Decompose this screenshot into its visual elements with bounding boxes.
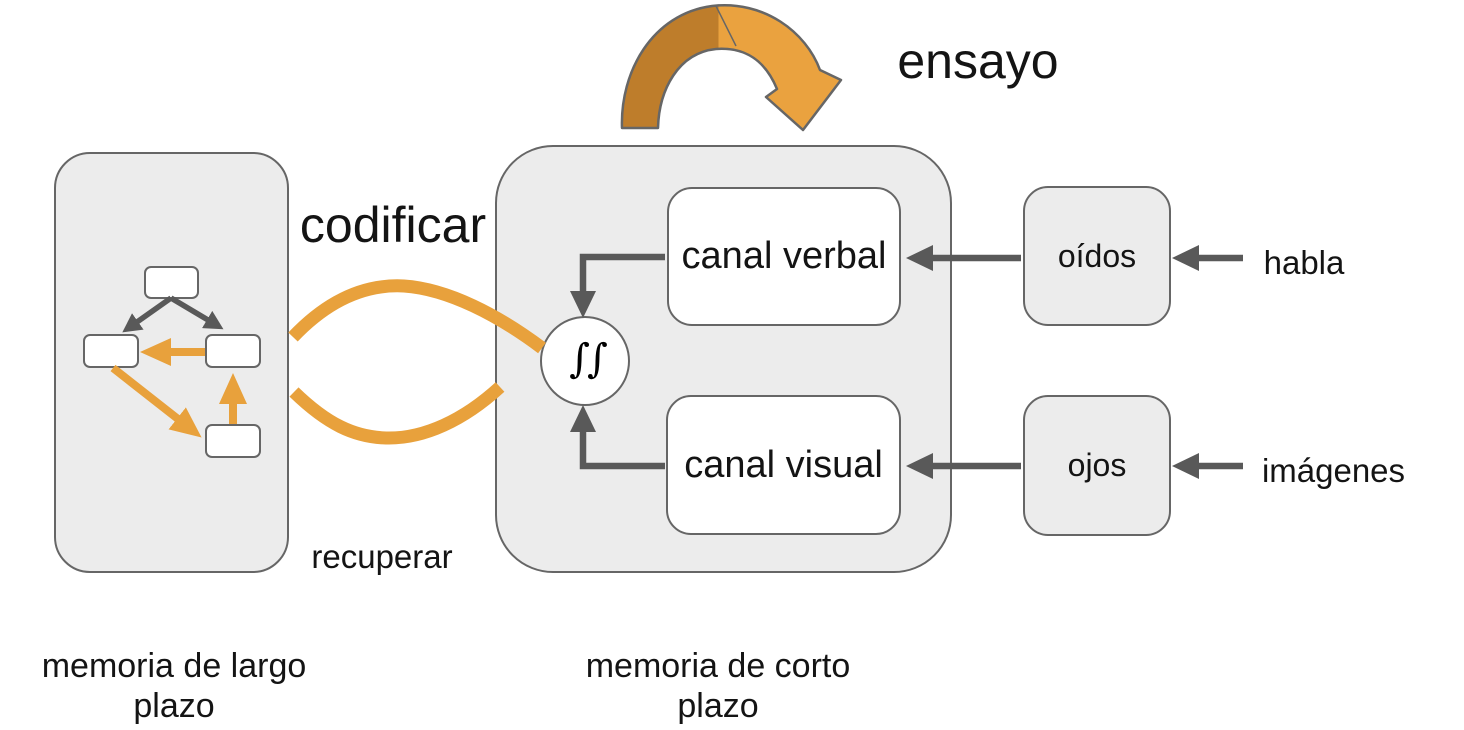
integration-circle: ∫∫: [540, 316, 630, 406]
integration-symbol: ∫∫: [569, 336, 608, 382]
short-term-memory-caption: memoria de corto plazo: [585, 647, 851, 725]
ears-label: oídos: [1057, 237, 1137, 274]
ltm-node-left: [83, 334, 139, 368]
verbal-channel-label: canal verbal: [681, 235, 887, 277]
speech-label: habla: [1263, 244, 1345, 281]
encode-label: codificar: [299, 197, 487, 253]
visual-channel-label: canal visual: [684, 443, 883, 486]
rehearsal-label: ensayo: [897, 33, 1059, 89]
eyes-box: ojos: [1023, 395, 1171, 536]
rehearsal-arc-fold-line: [715, 5, 737, 47]
visual-channel-box: canal visual: [666, 395, 901, 535]
ltm-node-bottom: [205, 424, 261, 458]
rehearsal-arc-arrow: [620, 4, 843, 132]
ears-box: oídos: [1023, 186, 1171, 326]
long-term-memory-caption: memoria de largo plazo: [41, 647, 307, 725]
verbal-channel-box: canal verbal: [667, 187, 901, 326]
retrieve-label: recuperar: [311, 538, 453, 575]
ltm-node-right: [205, 334, 261, 368]
retrieve-curve: [289, 382, 505, 445]
ltm-node-top: [144, 266, 199, 299]
eyes-label: ojos: [1067, 447, 1127, 483]
images-label: imágenes: [1261, 452, 1406, 489]
